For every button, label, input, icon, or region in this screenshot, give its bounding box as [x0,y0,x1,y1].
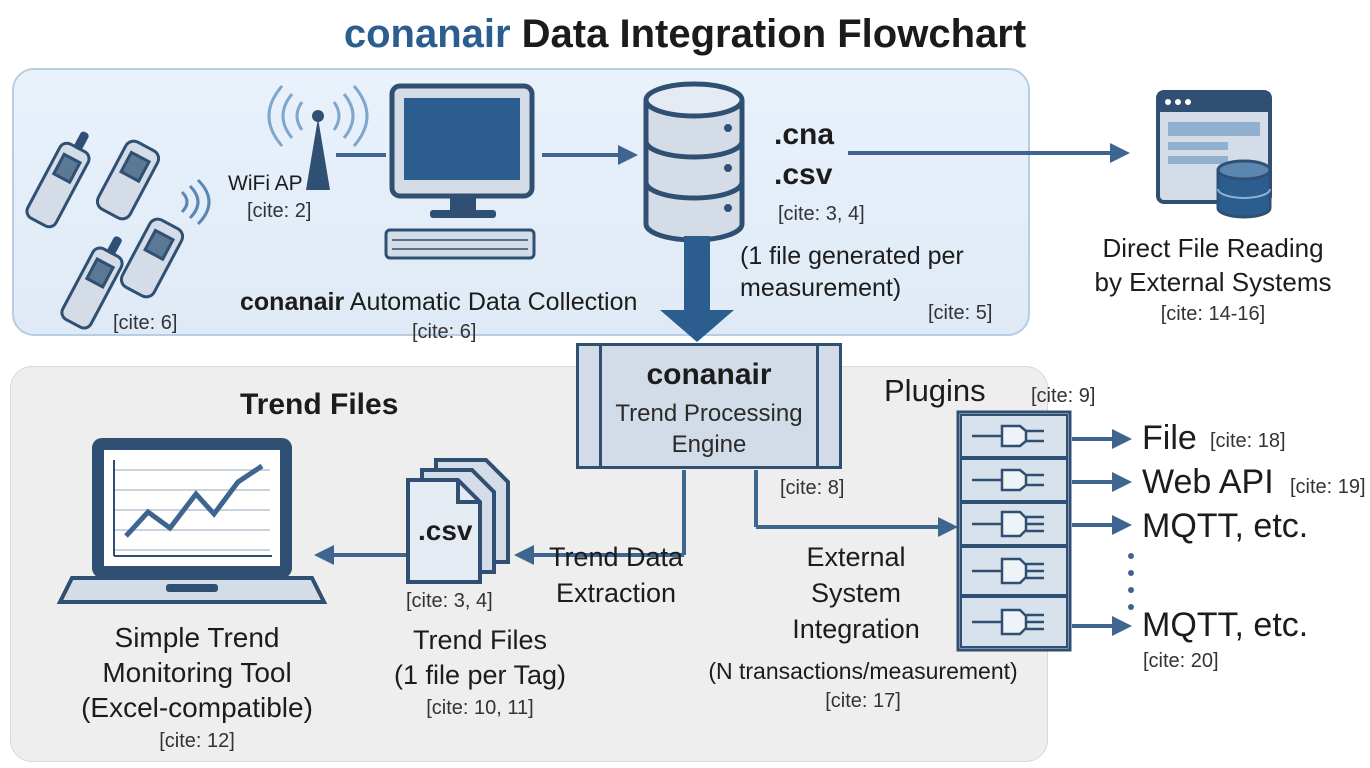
engine-cite: [cite: 8] [780,477,845,499]
plug-icon [972,468,1044,492]
direct-cite: [cite: 14-16] [1160,303,1266,325]
collection-label-rest: Automatic Data Collection [344,288,638,316]
wireless-signal-icon [180,178,211,226]
csv-file-cite: [cite: 3, 4] [406,590,493,612]
collection-cite: [cite: 6] [412,321,477,343]
plug-icon [972,557,1044,585]
output-file-cite: [cite: 18] [1210,430,1286,452]
direct-line1: Direct File Reading [1102,233,1324,263]
integration-cite: [cite: 17] [825,690,901,712]
down-arrow [660,236,734,342]
plugins-heading: Plugins [884,373,986,408]
collection-label: conanair Automatic Data Collection [240,288,637,317]
monitor-cite: [cite: 12] [159,730,235,752]
monitor-line1: Simple Trend [114,622,280,653]
desktop-computer-icon [384,83,536,260]
wifi-label: WiFi AP [228,172,303,195]
plug-icon [972,510,1044,538]
trend-files-label-line1: Trend Files [412,625,548,655]
plugin-stack [956,410,1072,652]
ext-csv: .csv [774,158,833,191]
output-file-label: File [1142,419,1197,457]
title-rest: Data Integration Flowchart [510,12,1027,56]
integration-line3: Integration [792,614,920,644]
output-mqtt-label: MQTT, etc. [1142,507,1309,545]
storage-note-cite: [cite: 5] [928,302,993,324]
integration-line2: System [810,578,902,608]
csv-file-ext: .csv [418,515,473,546]
storage-note-line2: measurement) [740,274,902,302]
plug-icon [972,424,1044,448]
page-title: conanair Data Integration Flowchart [0,12,1370,57]
extraction-line2: Extraction [555,578,677,608]
engine-line1: Trend Processing [615,400,803,427]
trend-files-heading: Trend Files [240,388,399,421]
laptop-icon [56,438,328,604]
plugins-cite: [cite: 9] [1031,385,1096,407]
integration-note: (N transactions/measurement) [708,658,1018,684]
storage-note-line1: (1 file generated per [740,242,964,270]
monitor-line3: (Excel-compatible) [81,692,313,723]
direct-line2: by External Systems [1094,267,1332,297]
output-mqtt-label-2: MQTT, etc. [1142,606,1309,644]
external-system-icon [1156,90,1272,219]
plug-icon [972,608,1044,636]
trend-files-label-cite: [cite: 10, 11] [426,697,534,719]
csv-files-icon [406,458,510,584]
engine-name: conanair [646,358,772,391]
collection-brand: conanair [240,288,345,316]
output-mqtt-cite: [cite: 20] [1143,650,1219,672]
trend-files-label-line2: (1 file per Tag) [393,660,567,690]
storage-cite: [cite: 3, 4] [778,203,865,225]
extraction-line1: Trend Data [548,542,684,572]
handhelds-cite: [cite: 6] [113,312,178,334]
output-webapi-cite: [cite: 19] [1290,476,1366,498]
integration-line1: External [806,542,906,572]
output-webapi-label: Web API [1142,463,1274,501]
wifi-cite: [cite: 2] [247,200,312,222]
continuation-dots [1128,553,1134,610]
handheld-devices-icon [25,131,185,330]
title-brand: conanair [343,12,511,56]
wifi-antenna-icon [267,85,369,190]
monitor-line2: Monitoring Tool [102,657,292,688]
engine-line2: Engine [671,431,747,458]
database-icon [643,81,745,243]
ext-cna: .cna [774,118,835,151]
flow-arrows [314,143,1132,636]
